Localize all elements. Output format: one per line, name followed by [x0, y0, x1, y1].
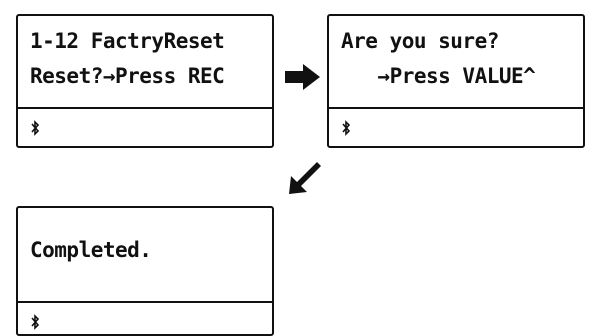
lcd-divider: [18, 107, 272, 109]
completed-screen: Completed.: [16, 206, 274, 336]
lcd-line-2: Reset?→Press REC: [30, 64, 225, 88]
bluetooth-icon: [31, 314, 40, 330]
factory-reset-screen: 1-12 FactryReset Reset?→Press REC: [16, 14, 274, 148]
arrow-down-left-icon: [289, 162, 321, 194]
bluetooth-icon: [31, 120, 40, 136]
lcd-line-1: 1-12 FactryReset: [30, 29, 225, 53]
bluetooth-icon: [342, 120, 351, 136]
lcd-line-1: Are you sure?: [341, 29, 499, 53]
arrow-right-icon: [285, 64, 320, 90]
confirm-screen: Are you sure? →Press VALUE^: [327, 14, 585, 148]
lcd-divider: [18, 301, 272, 303]
lcd-divider: [329, 107, 583, 109]
lcd-line-2: →Press VALUE^: [341, 64, 536, 88]
lcd-line-2: Completed.: [30, 238, 152, 262]
